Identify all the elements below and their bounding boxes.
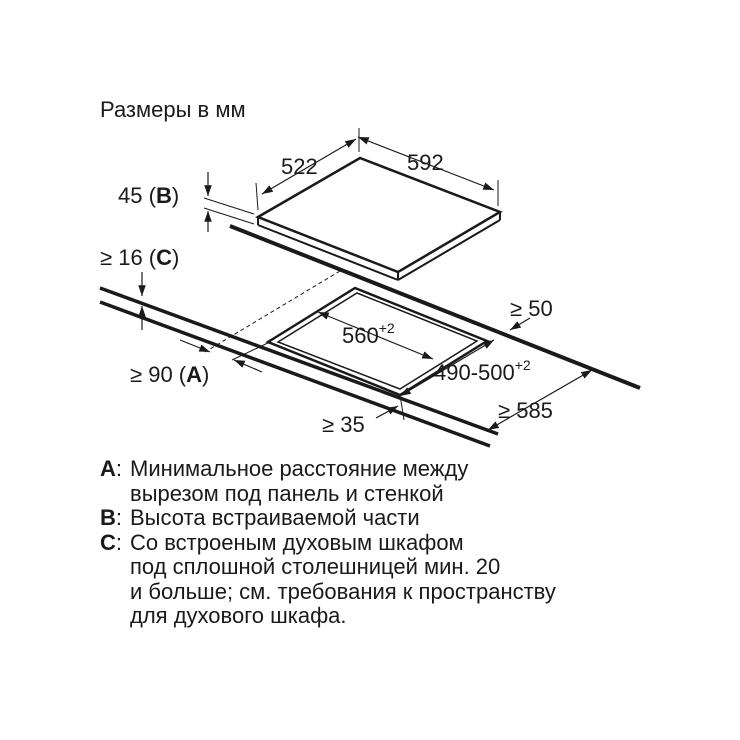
dim-16-label: ≥ 16 (C) (100, 245, 179, 270)
dim-592-label: 592 (407, 150, 444, 175)
dim-45-ext-top (203, 197, 255, 215)
dim-585-label: ≥ 585 (498, 398, 553, 423)
legend-a-line-1: Минимальное расстояние между (130, 456, 469, 481)
dim-ext-1 (255, 182, 259, 211)
dim-35-label: ≥ 35 (322, 412, 365, 437)
countertop-front-edge-bottom (99, 300, 491, 448)
legend-a-line-2: вырезом под панель и стенкой (130, 480, 444, 506)
dim-45-ext-bottom (203, 207, 255, 225)
dim-50-label: ≥ 50 (510, 296, 553, 321)
dim-45-label: 45 (B) (118, 183, 179, 208)
dim-90-ext (231, 341, 271, 361)
legend-key-a: A (100, 456, 116, 481)
dim-90-arrow-left (179, 339, 211, 353)
dim-592-line (357, 136, 495, 191)
hob-plate-edge-right (397, 219, 501, 281)
dim-490-line (399, 339, 495, 397)
dim-560-label: 560+2 (342, 320, 395, 348)
dim-585-line (487, 369, 593, 431)
projection-dashed (204, 270, 341, 353)
dim-50-arrow (509, 317, 531, 331)
legend-item-a: A: Минимальное расстояние между вырезом … (100, 456, 720, 506)
legend-c-line-3: и больше; см. требования к пространству (130, 578, 556, 604)
dim-522-label: 522 (281, 154, 318, 179)
diagram-title: Размеры в мм (100, 97, 246, 122)
legend: A: Минимальное расстояние между вырезом … (100, 456, 720, 629)
legend-c-line-4: для духового шкафа. (130, 603, 347, 628)
legend-item-b: B: Высота встраиваемой части (100, 505, 720, 531)
dim-90-arrow-right (233, 359, 263, 373)
legend-b-line-1: Высота встраиваемой части (130, 505, 420, 530)
dim-35-arrow (375, 405, 399, 419)
countertop-back-edge (229, 224, 641, 390)
legend-key-b: B (100, 505, 116, 530)
legend-item-c: C: Со встроеным духовым шкафом под сплош… (100, 529, 720, 629)
countertop-front-edge-top (99, 286, 499, 436)
dim-490-label: 490-500+2 (434, 357, 531, 385)
legend-c-line-2: под сплошной столешницей мин. 20 (130, 554, 501, 579)
hob-plate-edge-left (257, 224, 399, 281)
legend-c-line-1: Со встроеным духовым шкафом (130, 529, 464, 555)
dim-35-ext (399, 394, 405, 421)
legend-key-c: C (100, 529, 116, 555)
dim-522-line (261, 138, 357, 195)
dim-90-label: ≥ 90 (A) (130, 362, 209, 387)
